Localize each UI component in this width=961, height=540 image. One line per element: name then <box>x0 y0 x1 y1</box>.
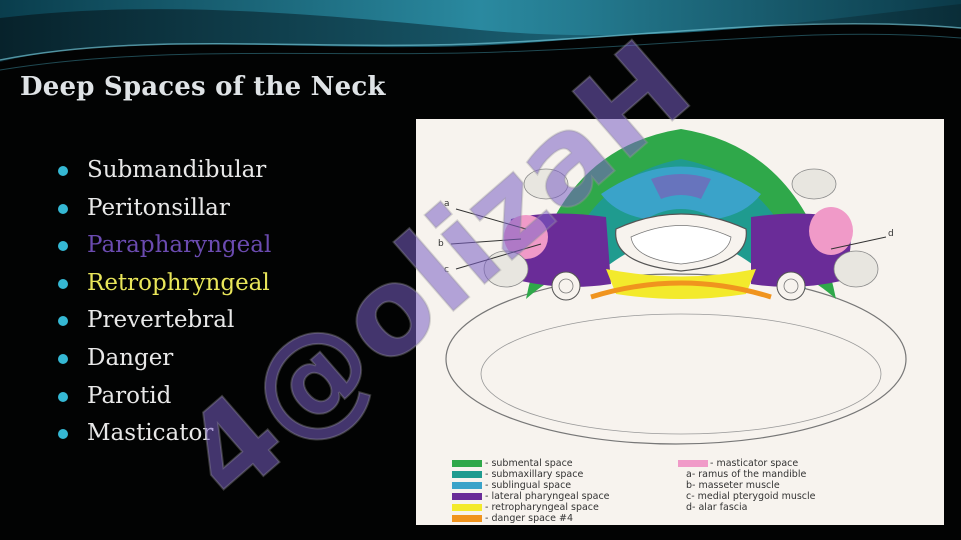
legend-item: d- alar fascia <box>686 502 748 513</box>
legend-swatch-retropharyngeal <box>452 504 482 511</box>
bullet-list: Submandibular Peritonsillar Parapharynge… <box>58 152 271 453</box>
legend-swatch-danger <box>452 515 482 522</box>
bullet-item-submandibular: Submandibular <box>58 152 271 190</box>
anatomy-diagram <box>445 129 907 445</box>
bullet-label: Prevertebral <box>87 307 235 334</box>
label-a: a <box>444 199 450 209</box>
legend-item: - submaxillary space <box>485 469 584 480</box>
legend-item: - masticator space <box>710 458 799 469</box>
bullet-item-parapharyngeal: Parapharyngeal <box>58 227 271 265</box>
legend-item: c- medial pterygoid muscle <box>686 491 816 502</box>
label-b: b <box>438 239 444 249</box>
legend-item: - sublingual space <box>485 480 572 491</box>
bullet-item-danger: Danger <box>58 340 271 378</box>
bullet-label: Masticator <box>87 420 214 447</box>
legend-item: a- ramus of the mandible <box>686 469 807 480</box>
bullet-dot-icon <box>58 316 68 327</box>
bullet-label: Peritonsillar <box>87 194 230 221</box>
legend-swatch-submental <box>452 460 482 467</box>
bullet-item-masticator: Masticator <box>58 415 271 453</box>
legend-item: - submental space <box>485 458 573 469</box>
header-wave-decoration <box>0 0 961 71</box>
bullet-dot-icon <box>58 203 68 214</box>
bullet-item-retrophryngeal: Retrophryngeal <box>58 265 271 303</box>
slide-title: Deep Spaces of the Neck <box>20 72 386 102</box>
legend-swatch-lateral-pharyngeal <box>452 493 482 500</box>
bullet-dot-icon <box>58 353 68 364</box>
legend-item: - lateral pharyngeal space <box>485 491 610 502</box>
bullet-item-peritonsillar: Peritonsillar <box>58 190 271 228</box>
bullet-item-prevertebral: Prevertebral <box>58 302 271 340</box>
bullet-item-parotid: Parotid <box>58 378 271 416</box>
bullet-dot-icon <box>58 391 68 402</box>
label-d: d <box>888 229 894 239</box>
bullet-label: Parotid <box>87 382 172 409</box>
legend-swatch-submaxillary <box>452 471 482 478</box>
legend-item: - retropharyngeal space <box>485 502 599 513</box>
bullet-label: Retrophryngeal <box>87 269 270 296</box>
bullet-dot-icon <box>58 429 68 440</box>
legend-item: b- masseter muscle <box>686 480 780 491</box>
neck-cross-section-figure: a b c d - submental space - submaxillary… <box>416 119 944 525</box>
bullet-label: Submandibular <box>87 157 267 183</box>
bullet-dot-icon <box>58 278 68 289</box>
bullet-dot-icon <box>58 166 68 176</box>
label-c: c <box>444 265 449 275</box>
legend-item: - danger space #4 <box>485 513 574 524</box>
legend-swatch-sublingual <box>452 482 482 489</box>
bullet-label: Parapharyngeal <box>87 232 272 259</box>
bullet-label: Danger <box>87 344 174 371</box>
legend-swatch-masticator <box>678 460 708 467</box>
bullet-dot-icon <box>58 241 68 252</box>
